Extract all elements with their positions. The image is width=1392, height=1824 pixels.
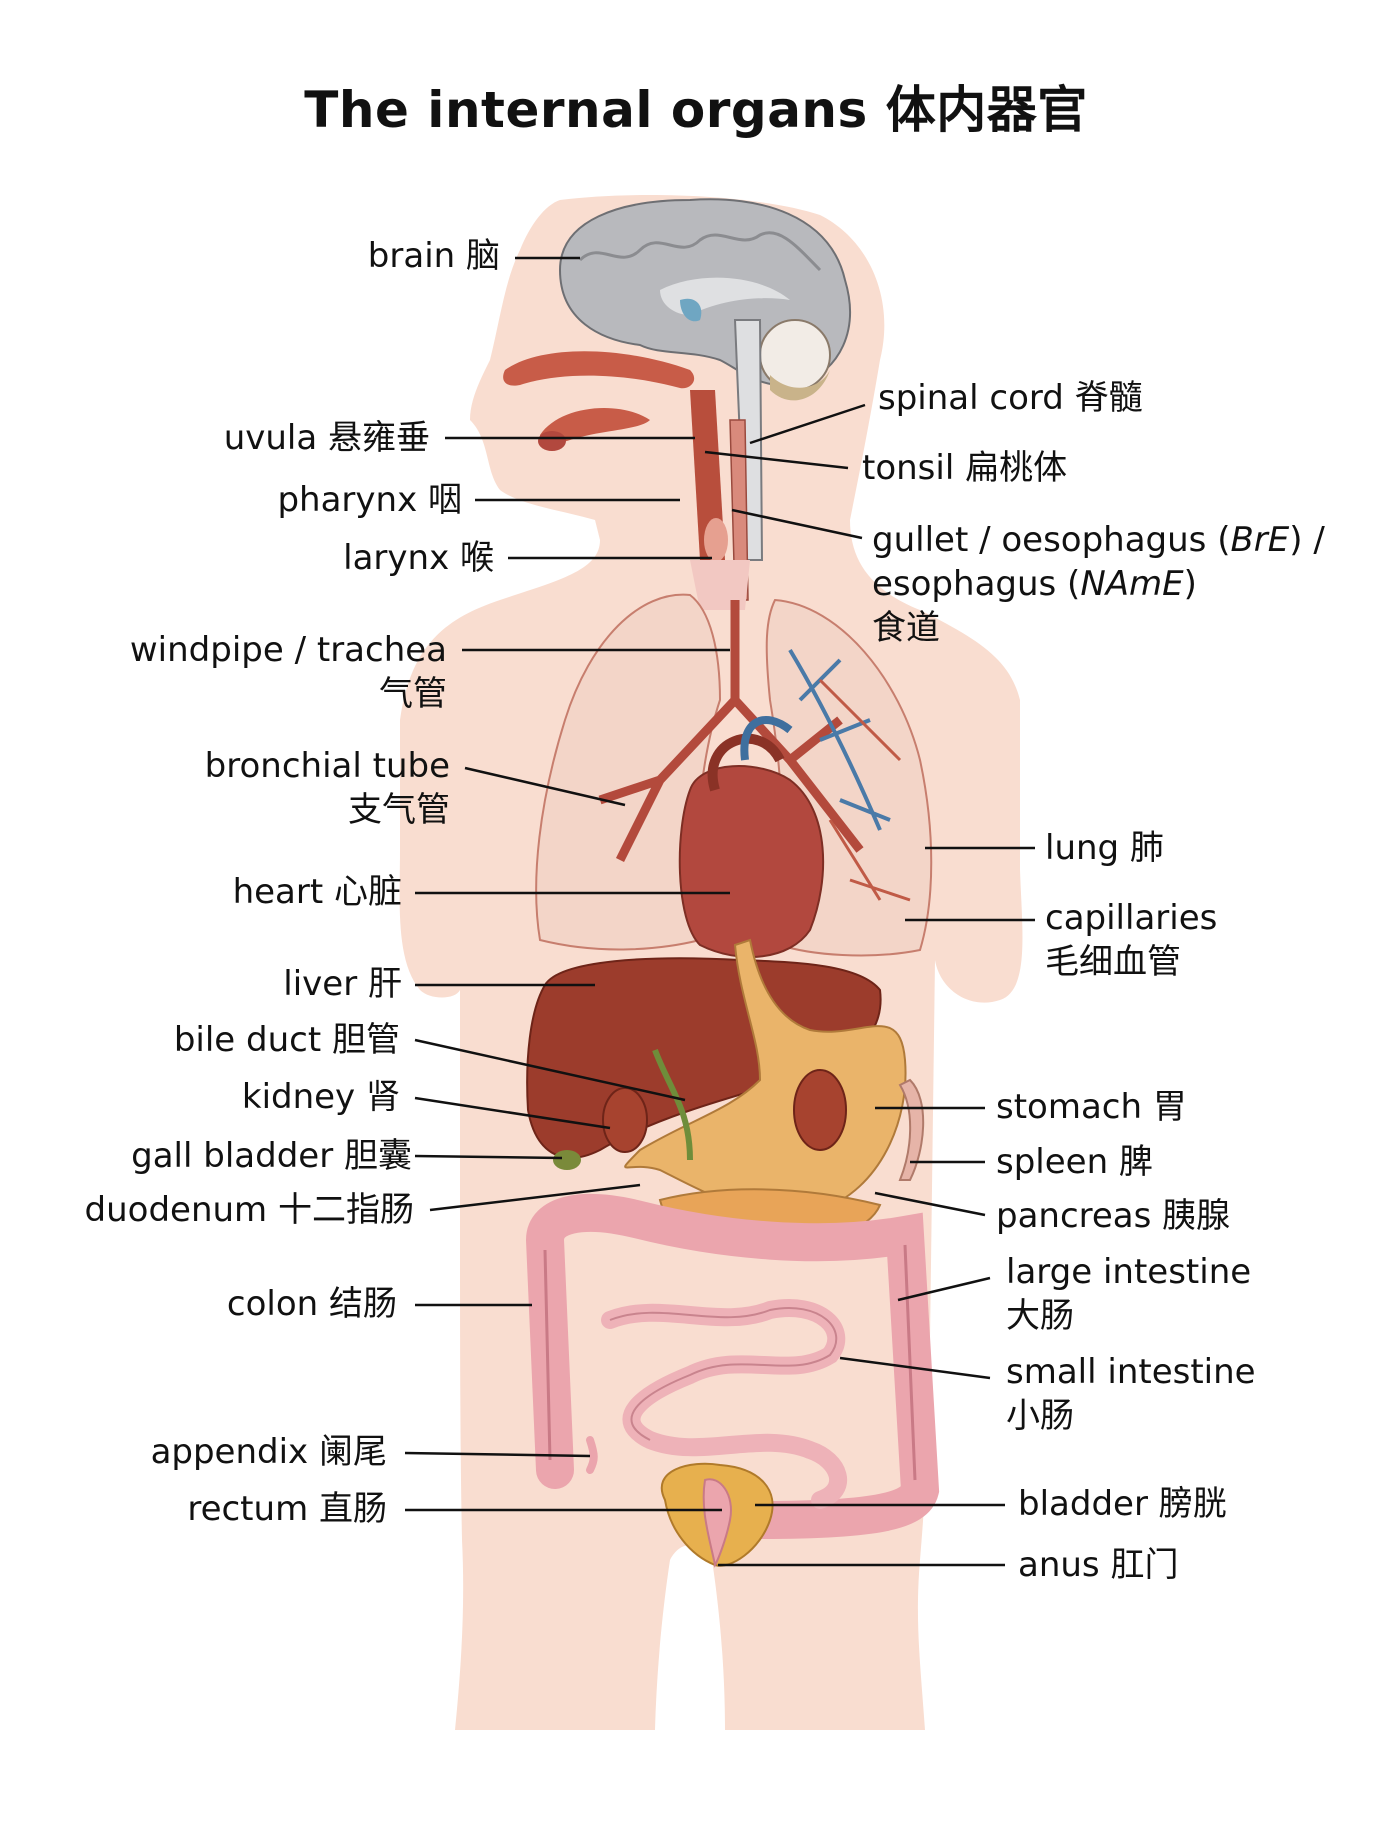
gall-bladder-illustration [553,1150,581,1170]
label-lung: lung 肺 [1045,828,1164,868]
bile-duct-illustration [652,1048,693,1161]
label-tonsil: tonsil 扁桃体 [862,448,1068,488]
label-windpipe-zh: 气管 [379,674,447,714]
label-gullet: gullet / oesophagus (BrE) / esophagus (N… [872,518,1325,650]
leader-tonsil [704,450,849,470]
label-duodenum: duodenum 十二指肠 [84,1190,414,1230]
label-spinal-cord: spinal cord 脊髓 [878,378,1143,418]
label-anus: anus 肛门 [1018,1545,1179,1585]
label-liver: liver 肝 [283,964,402,1004]
label-brain: brain 脑 [367,236,500,276]
leader-lines [404,256,1035,1567]
label-windpipe: windpipe / trachea 气管 [130,628,447,716]
label-gullet-zh: 食道 [872,608,940,648]
leader-pancreas [874,1191,986,1217]
label-appendix: appendix 阑尾 [150,1432,387,1472]
leader-large-intestine [897,1276,991,1302]
heart-illustration [678,716,825,958]
label-gullet-line2: esophagus (NAmE) [872,564,1197,604]
label-heart: heart 心脏 [232,872,402,912]
appendix-illustration [586,1436,598,1474]
label-bile-duct: bile duct 胆管 [173,1020,400,1060]
leader-spinal-cord [749,403,866,445]
label-capillaries-en: capillaries [1045,898,1218,938]
throat-illustration [503,351,750,610]
label-bronchial-tube: bronchial tube 支气管 [205,744,450,832]
kidney-illustration-right [793,1069,847,1151]
leader-appendix [404,1451,591,1458]
label-gall-bladder: gall bladder 胆囊 [131,1136,412,1176]
kidney-illustration [602,1087,648,1153]
leader-kidney [414,1096,611,1130]
label-uvula: uvula 悬雍垂 [223,418,430,458]
leader-gall-bladder [414,1154,563,1160]
brain-illustration [558,198,851,401]
leader-gullet [731,508,863,540]
label-large-intestine: large intestine 大肠 [1006,1250,1251,1338]
label-windpipe-en: windpipe / trachea [129,630,447,670]
label-small-intestine: small intestine 小肠 [1006,1350,1256,1438]
leader-small-intestine [839,1356,991,1380]
label-capillaries: capillaries 毛细血管 [1045,896,1217,984]
label-colon: colon 结肠 [226,1284,397,1324]
label-bronchial-en: bronchial tube [204,746,450,786]
label-large-intestine-zh: 大肠 [1006,1296,1074,1336]
leader-duodenum [429,1183,641,1212]
diagram-title: The internal organs 体内器官 [304,81,1088,139]
label-large-intestine-en: large intestine [1006,1252,1252,1292]
rectum-illustration [702,1478,732,1568]
label-small-intestine-zh: 小肠 [1006,1396,1074,1436]
label-larynx: larynx 喉 [343,538,494,578]
label-rectum: rectum 直肠 [187,1489,387,1529]
label-small-intestine-en: small intestine [1006,1352,1256,1392]
large-intestine-illustration [525,1193,940,1539]
leader-bile-duct [414,1038,686,1102]
label-capillaries-zh: 毛细血管 [1045,942,1181,982]
label-pharynx: pharynx 咽 [277,480,462,520]
leader-bronchial [464,766,626,807]
label-spleen: spleen 脾 [996,1142,1153,1182]
label-bronchial-zh: 支气管 [348,790,450,830]
label-gullet-line1: gullet / oesophagus (BrE) / [872,520,1325,560]
label-kidney: kidney 肾 [241,1077,400,1117]
gullet-illustration [729,419,749,601]
label-stomach: stomach 胃 [996,1087,1187,1127]
label-bladder: bladder 膀胱 [1018,1484,1227,1524]
label-pancreas: pancreas 胰腺 [996,1196,1231,1236]
